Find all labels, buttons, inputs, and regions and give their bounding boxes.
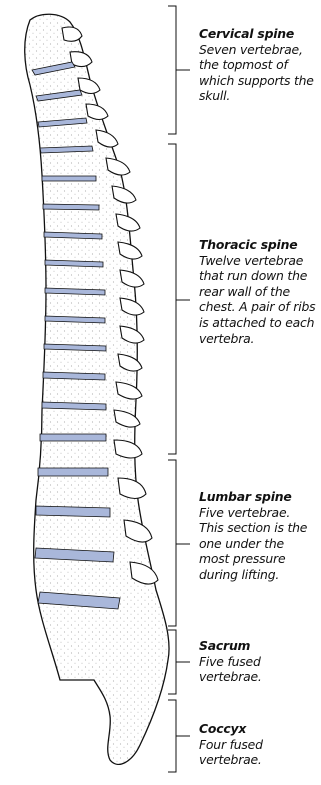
bracket-cervical bbox=[168, 6, 190, 134]
sacrum-label: Sacrum Five fused vertebrae. bbox=[199, 638, 317, 685]
coccyx-label: Coccyx Four fused vertebrae. bbox=[199, 721, 317, 768]
coccyx-title: Coccyx bbox=[199, 721, 317, 737]
bracket-lumbar bbox=[168, 460, 190, 626]
lumbar-title: Lumbar spine bbox=[199, 489, 317, 505]
thoracic-label: Thoracic spine Twelve vertebrae that run… bbox=[199, 237, 317, 346]
cervical-title: Cervical spine bbox=[199, 26, 317, 42]
lumbar-label: Lumbar spine Five vertebrae. This sectio… bbox=[199, 489, 317, 583]
cervical-label: Cervical spine Seven vertebrae, the topm… bbox=[199, 26, 317, 104]
sacrum-title: Sacrum bbox=[199, 638, 317, 654]
cervical-description: Seven vertebrae, the topmost of which su… bbox=[199, 42, 317, 104]
bracket-thoracic bbox=[168, 144, 190, 454]
lumbar-description: Five vertebrae. This section is the one … bbox=[199, 505, 317, 583]
bracket-sacrum bbox=[168, 630, 190, 694]
bracket-coccyx bbox=[168, 700, 190, 772]
coccyx-description: Four fused vertebrae. bbox=[199, 737, 317, 768]
sacrum-description: Five fused vertebrae. bbox=[199, 654, 317, 685]
thoracic-title: Thoracic spine bbox=[199, 237, 317, 253]
section-brackets bbox=[168, 6, 190, 772]
thoracic-description: Twelve vertebrae that run down the rear … bbox=[199, 253, 317, 347]
